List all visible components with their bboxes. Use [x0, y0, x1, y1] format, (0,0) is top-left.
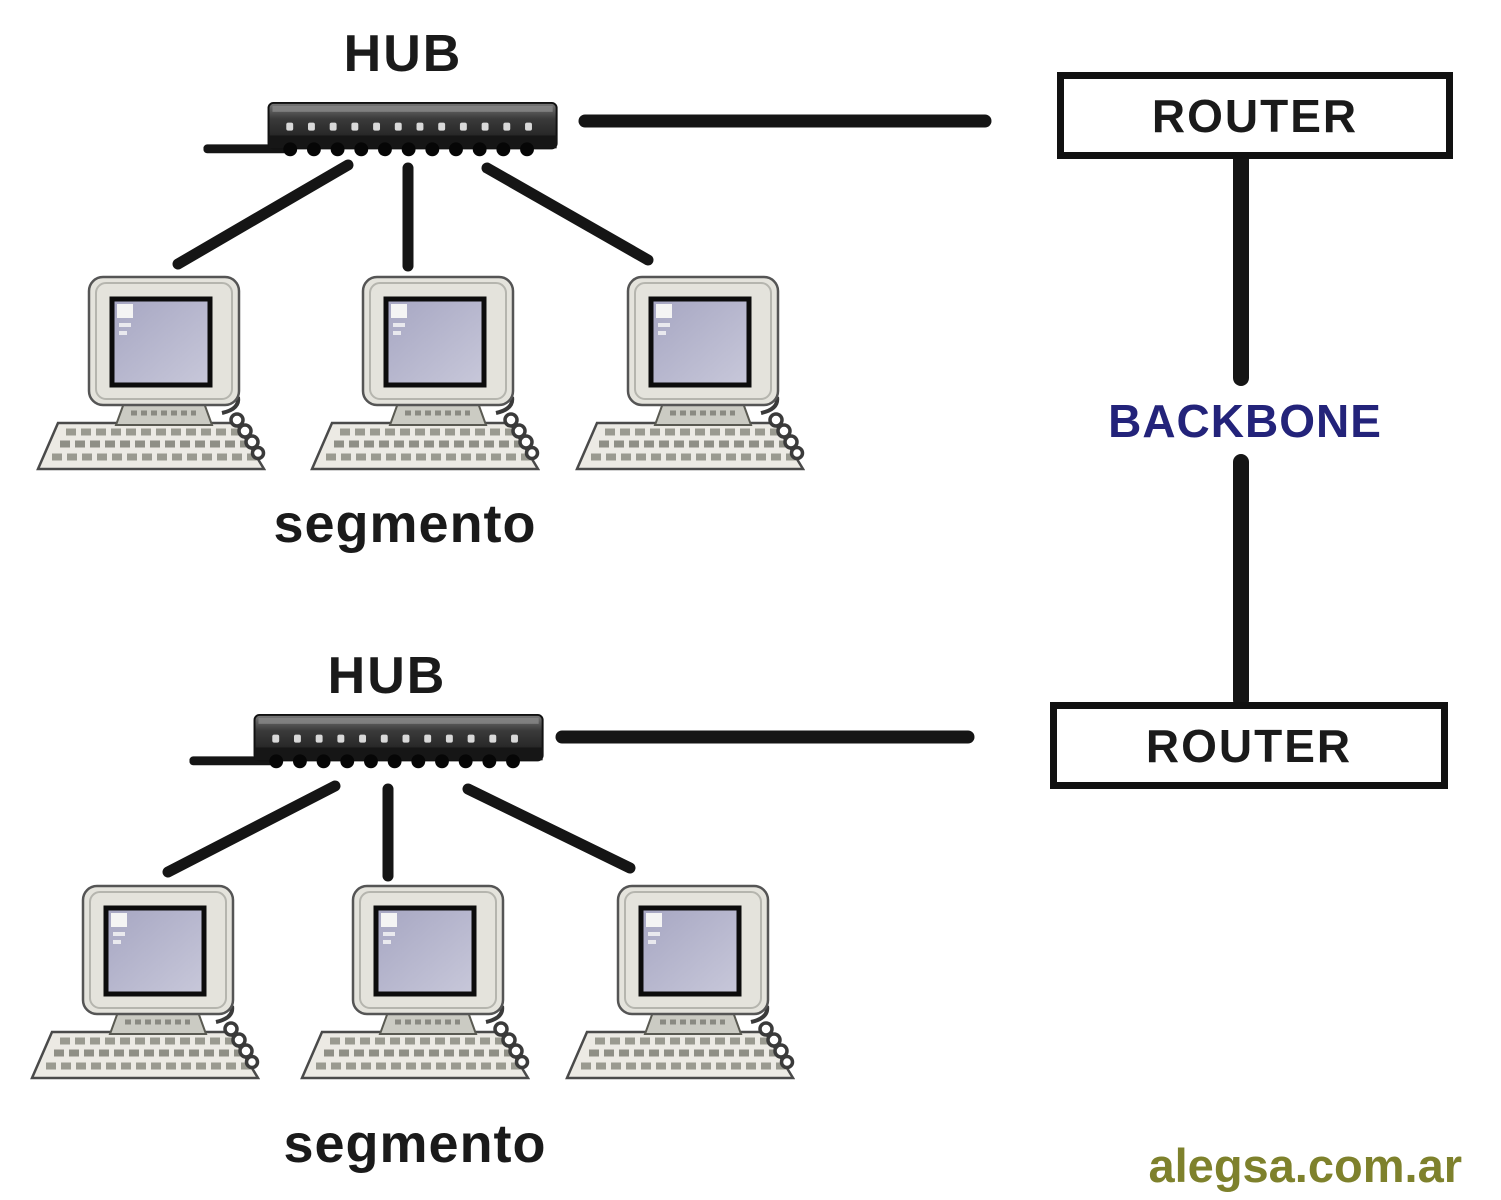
hub2-pc3-link: [462, 783, 636, 874]
backbone-label: BACKBONE: [1108, 395, 1382, 447]
hub2-pc1-link: [162, 780, 341, 878]
hub1-device: [203, 99, 559, 173]
computer-icon: [36, 273, 266, 478]
computer-icon: [565, 882, 795, 1087]
router1-box: ROUTER: [1057, 72, 1453, 159]
computer-icon: [30, 882, 260, 1087]
router1-label: ROUTER: [1151, 89, 1359, 142]
router2-label: ROUTER: [1145, 719, 1353, 772]
hub1-label: HUB: [343, 25, 463, 83]
router2-box: ROUTER: [1050, 702, 1448, 789]
hub2-device: [189, 711, 545, 785]
computer-icon: [300, 882, 530, 1087]
segment2-label: segmento: [283, 1114, 547, 1174]
watermark: alegsa.com.ar: [1148, 1139, 1462, 1192]
hub2-label: HUB: [327, 647, 447, 705]
hub1-pc1-link: [172, 159, 354, 270]
computer-icon: [310, 273, 540, 478]
segment1-label: segmento: [273, 494, 537, 554]
hub1-pc3-link: [481, 162, 654, 266]
computer-icon: [575, 273, 805, 478]
